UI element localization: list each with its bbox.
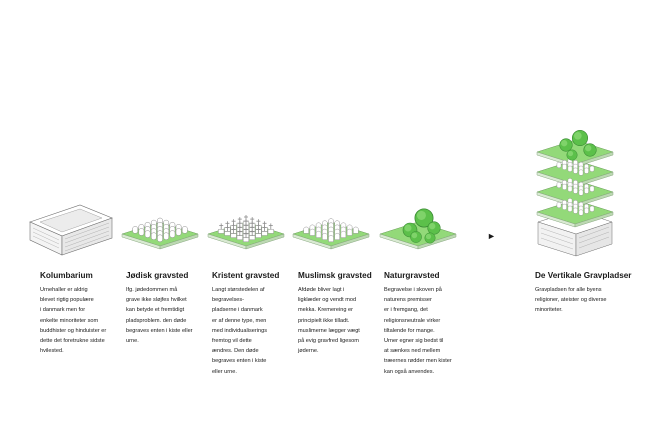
kristent-illustration [207, 214, 285, 250]
grave-marker [132, 226, 139, 234]
grave-marker [150, 232, 157, 240]
column-text: Ifg. jødedommen må grave ikke sløjfes hv… [126, 287, 193, 345]
grave-marker [144, 230, 151, 238]
column-title: Kolumbarium [40, 271, 93, 280]
grave-marker [567, 205, 573, 212]
column-title: Muslimsk gravsted [298, 271, 372, 280]
grave-marker [567, 165, 573, 172]
grave-marker [578, 189, 584, 196]
grave-marker [315, 230, 322, 238]
grave-marker [584, 167, 589, 174]
column-natur: Naturgravsted Begravelse i skoven på nat… [384, 271, 474, 377]
grave-marker [138, 228, 145, 236]
grave-marker [562, 163, 567, 170]
grave-marker [556, 181, 562, 189]
grave-marker [353, 226, 359, 234]
grave-marker [578, 169, 584, 176]
grave-marker [334, 232, 340, 240]
grave-marker [573, 187, 578, 194]
grave-marker [584, 187, 589, 194]
column-text: Gravpladsen for alle byens religioner, a… [535, 287, 607, 314]
grave-marker [163, 232, 170, 240]
kolumbarium-illustration [29, 204, 113, 256]
grave-marker [309, 228, 316, 236]
grave-marker [175, 228, 182, 236]
grave-marker [181, 226, 188, 234]
vertikale-illustration [536, 129, 614, 257]
grave-marker [328, 235, 334, 243]
column-text: Begravelse i skoven på naturens premisse… [384, 287, 452, 375]
column-text: Langt størstedelen af begravelses- plads… [212, 287, 268, 375]
grave-marker [217, 222, 225, 234]
column-title: De Vertikale Gravpladser [535, 271, 632, 280]
column-title: Jødisk gravsted [126, 271, 189, 280]
column-title: Kristent gravsted [212, 271, 280, 280]
grave-marker [589, 205, 595, 212]
grave-marker [556, 161, 562, 169]
grave-marker [589, 185, 595, 192]
grave-marker [584, 207, 589, 214]
jodisk-illustration [121, 217, 199, 250]
grave-marker [589, 165, 595, 172]
column-vertikale: De Vertikale Gravpladser Gravpladsen for… [535, 271, 660, 316]
column-title: Naturgravsted [384, 271, 440, 280]
grave-marker [157, 234, 163, 243]
grave-marker [573, 167, 578, 174]
grave-marker [169, 230, 176, 238]
column-text: Urnehaller er aldrig blevet rigtig popul… [40, 287, 107, 355]
grave-marker [562, 183, 567, 190]
column-muslimsk: Muslimsk gravsted Afdøde bliver lagt i l… [298, 271, 388, 356]
grave-marker [303, 226, 309, 234]
column-jodisk: Jødisk gravsted Ifg. jødedommen må grave… [126, 271, 216, 346]
muslimsk-illustration [292, 218, 370, 250]
grave-marker [567, 185, 573, 192]
grave-marker [556, 201, 562, 209]
grave-marker [340, 230, 347, 238]
grave-marker [573, 207, 578, 214]
column-text: Afdøde bliver lagt i ligklæder og vendt … [298, 287, 360, 355]
grave-marker [322, 232, 328, 240]
arrow-icon: ► [487, 231, 496, 241]
column-kristent: Kristent gravsted Langt størstedelen af … [212, 271, 302, 377]
grave-marker [346, 228, 353, 236]
grave-marker [562, 203, 567, 210]
column-kolumbarium: Kolumbarium Urnehaller er aldrig blevet … [40, 271, 130, 356]
natur-illustration [379, 208, 457, 250]
grave-marker [578, 209, 584, 216]
grave-marker [267, 222, 275, 234]
